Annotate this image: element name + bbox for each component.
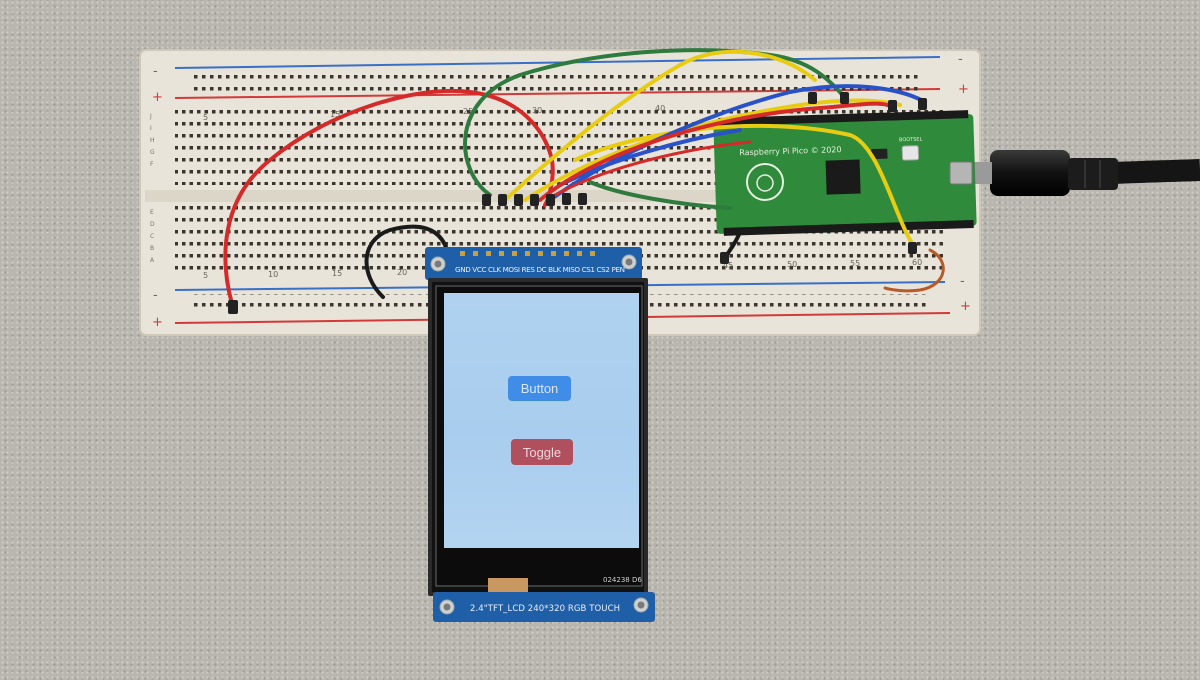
yellow-wire-2	[523, 98, 902, 202]
rail-symbol-plus-top-left: +	[152, 90, 163, 105]
row-letter: H	[150, 137, 155, 144]
screen-toggle-button[interactable]: Toggle	[511, 439, 573, 465]
row-letter: C	[150, 233, 154, 240]
col-num: 20	[397, 268, 407, 277]
row-letter: I	[150, 125, 152, 132]
col-num: 10	[268, 270, 278, 279]
pico-silkscreen: Raspberry Pi Pico © 2020	[739, 145, 842, 157]
yellow-wire-1	[503, 49, 817, 202]
row-letter: J	[149, 113, 152, 120]
brown-wire	[883, 248, 945, 293]
flex-connector	[488, 578, 528, 592]
rail-symbol-minus-bottom-left: -	[153, 288, 158, 303]
col-num: 60	[912, 258, 922, 267]
row-letter: G	[150, 149, 155, 156]
screen-button[interactable]: Button	[508, 376, 571, 401]
rp2040-chip	[825, 159, 861, 195]
col-num: 50	[787, 260, 797, 269]
col-num: 5	[203, 271, 208, 280]
flash-chip	[871, 148, 888, 160]
lcd-screen: Button Toggle	[444, 293, 639, 548]
row-letter: B	[150, 245, 154, 252]
rail-symbol-minus-bottom-right: -	[960, 274, 965, 289]
lcd-pin-labels: GND VCC CLK MOSI RES DC BLK MISO CS1 CS2…	[455, 265, 625, 274]
col-num: 5	[203, 113, 208, 122]
red-wire-3	[553, 140, 752, 197]
green-wire-2	[588, 180, 732, 210]
column-numbers-bottom: 5 10 15 20 45 50 55 60	[203, 258, 922, 280]
col-num: 55	[850, 259, 860, 268]
row-letter: D	[150, 221, 155, 228]
usb-cable	[968, 150, 1200, 196]
raspberry-pi-pico: Raspberry Pi Pico © 2020 BOOTSEL	[713, 110, 977, 236]
top-power-rail: - + - +	[152, 52, 969, 105]
rail-symbol-plus-top-right: +	[958, 82, 969, 97]
col-num: 45	[723, 261, 733, 270]
pico-pin-header-top	[718, 110, 969, 126]
col-num: 15	[332, 269, 342, 278]
row-letter: A	[150, 257, 155, 264]
row-letter: E	[150, 209, 154, 216]
pico-pin-header-bottom	[723, 219, 974, 236]
pico-bootsel-label: BOOTSEL	[899, 137, 923, 144]
red-wire-2	[538, 101, 895, 202]
rail-symbol-plus-bottom-right: +	[960, 299, 971, 314]
bootsel-button[interactable]	[901, 145, 920, 161]
column-numbers-top: 5 15 25 30 40	[203, 104, 665, 122]
rail-symbol-plus-bottom-left: +	[152, 315, 163, 330]
rail-symbol-minus-top-left: -	[153, 64, 158, 79]
col-num: 15	[330, 110, 340, 119]
lcd-pin-header	[460, 251, 595, 256]
jumper-wires	[223, 48, 945, 314]
raspberry-logo-icon	[746, 163, 784, 201]
col-num: 40	[655, 104, 665, 113]
wire-plug-ends	[228, 92, 927, 314]
micro-usb-port	[949, 161, 973, 185]
col-num: 30	[532, 106, 542, 115]
lcd-serial: 024238 D6	[603, 576, 642, 584]
blue-wire-2	[558, 128, 742, 187]
rail-symbol-minus-top-right: -	[958, 52, 963, 67]
col-num: 25	[463, 107, 473, 116]
lcd-bottom-label: 2.4"TFT_LCD 240*320 RGB TOUCH	[470, 604, 620, 614]
row-letter: F	[150, 161, 154, 168]
green-wire	[463, 48, 847, 197]
black-wire-ground	[364, 224, 449, 299]
row-letters: J I H G F E D C B A	[149, 113, 155, 264]
yellow-wire-3	[573, 123, 917, 250]
